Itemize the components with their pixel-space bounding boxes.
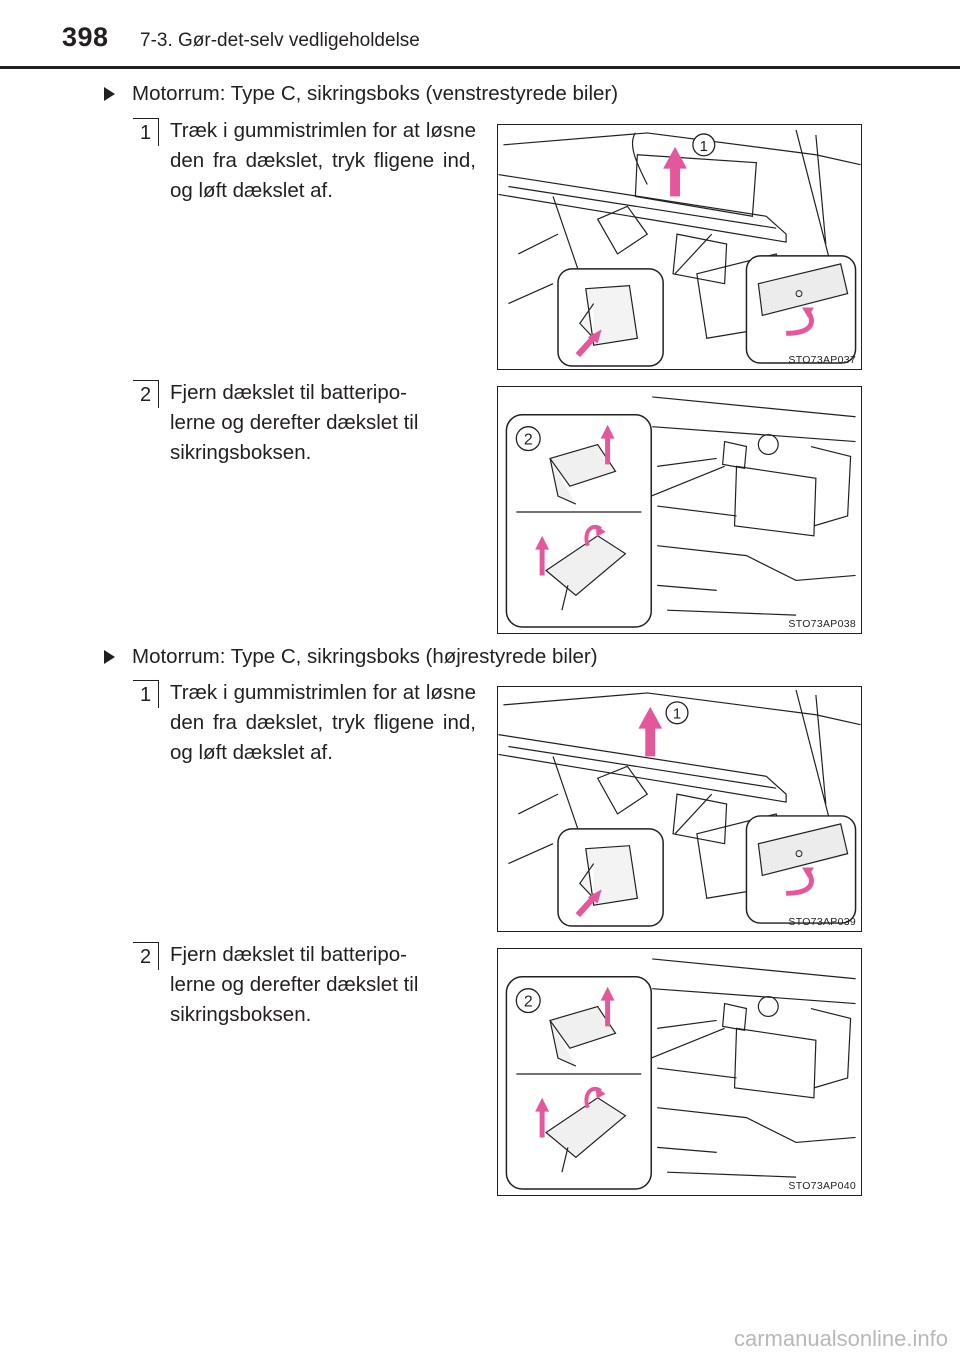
triangle-bullet-icon xyxy=(104,87,115,101)
section-heading-rhd: Motorrum: Type C, sikringsboks (højresty… xyxy=(104,645,598,669)
step-text: Træk i gummistrimlen for at løsne den fr… xyxy=(170,119,476,202)
callout-number: 2 xyxy=(524,432,533,449)
watermark[interactable]: carmanualsonline.info xyxy=(733,1326,948,1351)
triangle-bullet-icon xyxy=(104,650,115,664)
illustration-code: STO73AP037 xyxy=(788,354,856,366)
step-number: 1 xyxy=(133,680,159,708)
section-heading-text: Motorrum: Type C, sikringsboks (højresty… xyxy=(132,645,598,668)
chapter-title: 7-3. Gør-det-selv vedligeholdelse xyxy=(140,30,420,51)
callout-number: 1 xyxy=(700,139,708,155)
step-text: Fjern dækslet til batteripo- lerne og de… xyxy=(170,381,419,464)
engine-bay-drawing: 1 xyxy=(498,689,861,927)
step-number: 2 xyxy=(133,380,159,408)
step-text: Træk i gummistrimlen for at løsne den fr… xyxy=(170,681,476,764)
callout-number: 2 xyxy=(524,994,533,1011)
header-rule xyxy=(0,66,960,69)
step-number: 1 xyxy=(133,118,159,146)
illustration-fuse-cover-lhd: 1 STO73AP037 xyxy=(497,124,862,370)
step-number: 2 xyxy=(133,942,159,970)
step-text: Fjern dækslet til batteripo- lerne og de… xyxy=(170,943,419,1026)
illustration-terminal-cover-lhd: 2 STO73AP038 xyxy=(497,386,862,634)
engine-bay-drawing: 1 xyxy=(498,129,861,367)
illustration-code: STO73AP040 xyxy=(788,1180,856,1192)
section-heading-text: Motorrum: Type C, sikringsboks (venstres… xyxy=(132,82,619,105)
battery-drawing: 2 xyxy=(505,958,856,1190)
illustration-terminal-cover-rhd: 2 STO73AP040 xyxy=(497,948,862,1196)
callout-number: 1 xyxy=(673,707,681,723)
illustration-code: STO73AP038 xyxy=(788,618,856,630)
illustration-code: STO73AP039 xyxy=(788,916,856,928)
illustration-fuse-cover-rhd: 1 STO73AP039 xyxy=(497,686,862,932)
battery-drawing: 2 xyxy=(505,396,856,628)
section-heading-lhd: Motorrum: Type C, sikringsboks (venstres… xyxy=(104,82,618,106)
page-number: 398 xyxy=(62,22,109,52)
